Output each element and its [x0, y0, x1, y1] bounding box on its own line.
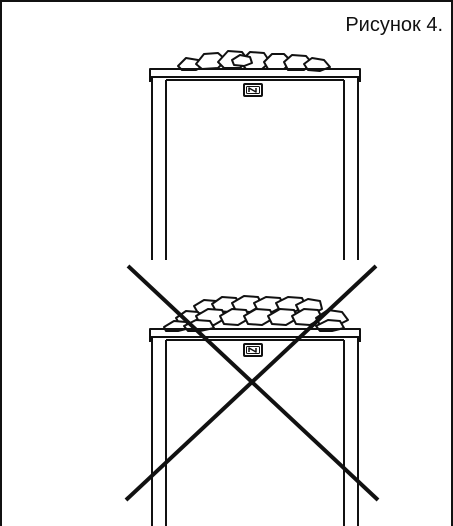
- heater-incorrect: [149, 295, 361, 526]
- heater-top-rim: [149, 328, 361, 338]
- heater-top-rim: [149, 68, 361, 78]
- cross-out-mark-icon: [124, 264, 380, 502]
- heater-correct: [149, 50, 361, 260]
- figure-caption: Рисунок 4.: [345, 14, 443, 36]
- brand-logo-icon: [243, 343, 263, 357]
- brand-logo-icon: [243, 83, 263, 97]
